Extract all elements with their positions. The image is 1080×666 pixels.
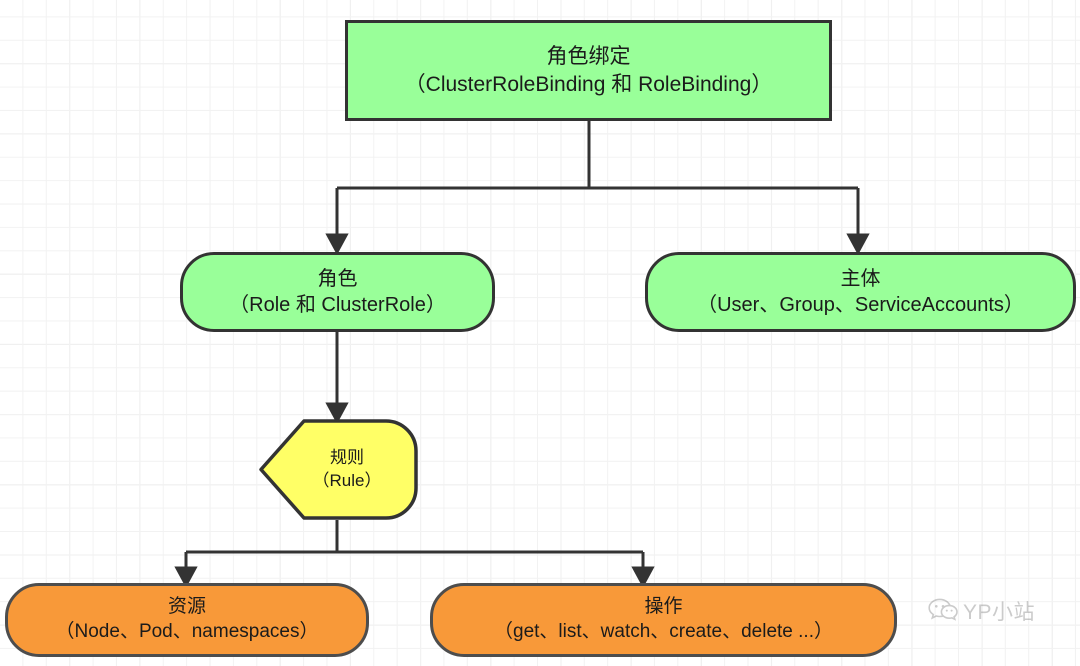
- node-role-line2: （Role 和 ClusterRole）: [229, 294, 446, 316]
- node-rule-label: 规则 （Rule）: [258, 419, 418, 520]
- node-subject-line1: 主体: [840, 268, 881, 290]
- watermark: YP小站: [928, 596, 1035, 626]
- node-verbs-line1: 操作: [644, 596, 683, 618]
- node-role-binding-line1: 角色绑定: [546, 45, 631, 69]
- edge-rolebinding-split: [325, 121, 870, 255]
- node-resource-line2: （Node、Pod、namespaces）: [55, 621, 319, 642]
- node-rule-shape: [259, 419, 418, 520]
- node-rule-line1: 规则: [330, 448, 364, 468]
- wechat-icon: [928, 598, 958, 621]
- node-role-line1: 角色: [317, 268, 358, 290]
- node-rule[interactable]: 规则 （Rule）: [258, 419, 418, 520]
- node-role[interactable]: 角色 （Role 和 ClusterRole）: [180, 252, 495, 332]
- edge-rule-split: [174, 520, 655, 588]
- node-role-binding-line2: （ClusterRoleBinding 和 RoleBinding）: [404, 72, 773, 96]
- watermark-text: YP小站: [963, 601, 1036, 624]
- node-verbs[interactable]: 操作 （get、list、watch、create、delete ...）: [430, 583, 897, 657]
- node-verbs-line2: （get、list、watch、create、delete ...）: [494, 621, 833, 642]
- node-subject[interactable]: 主体 （User、Group、ServiceAccounts）: [645, 252, 1076, 332]
- node-rule-line2: （Rule）: [312, 470, 382, 490]
- node-role-binding[interactable]: 角色绑定 （ClusterRoleBinding 和 RoleBinding）: [345, 20, 832, 121]
- node-resource-line1: 资源: [167, 596, 206, 618]
- node-subject-line2: （User、Group、ServiceAccounts）: [697, 294, 1024, 316]
- node-resource[interactable]: 资源 （Node、Pod、namespaces）: [5, 583, 369, 657]
